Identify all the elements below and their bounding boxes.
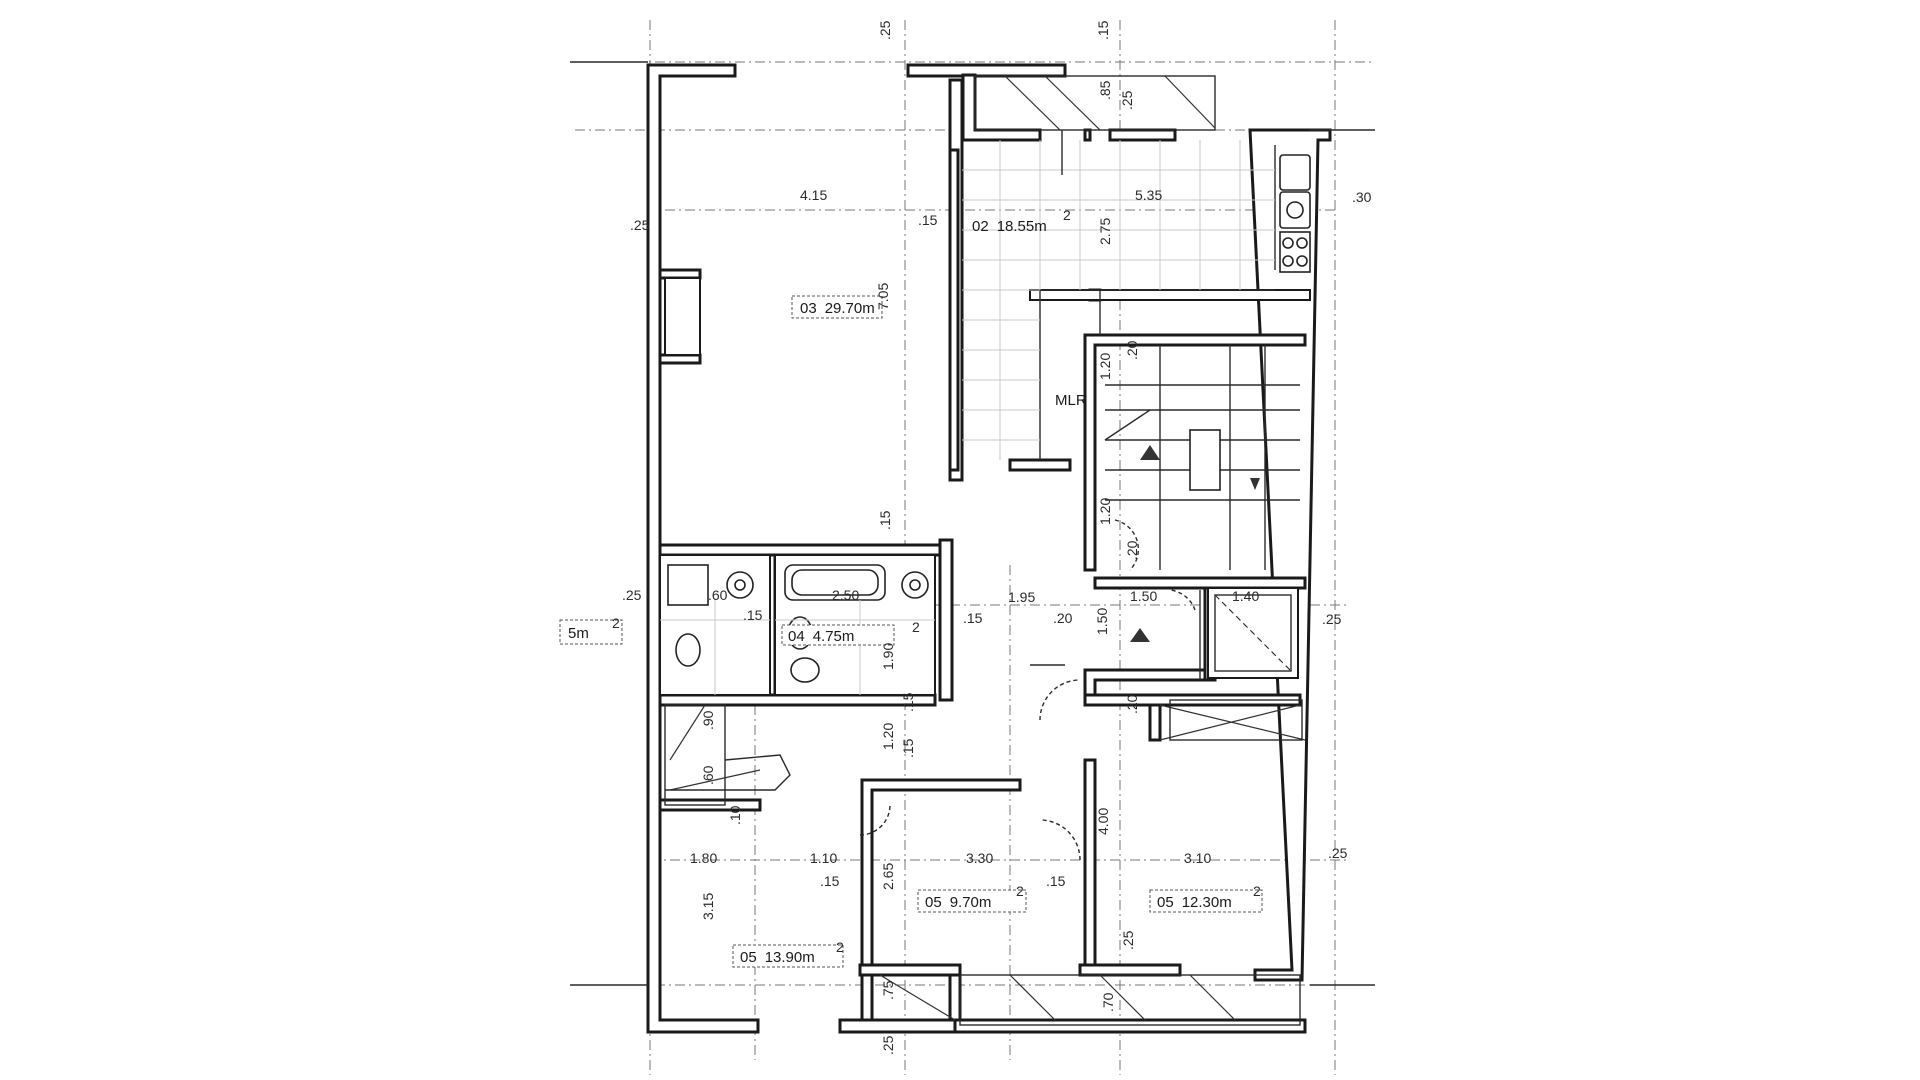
dimension-label: .15 xyxy=(820,873,840,889)
room-label-05-bedroom-1: 05 13.90m 2 xyxy=(732,939,844,968)
room-area-unit: 2 xyxy=(612,615,620,631)
dimension-label: .25 xyxy=(1120,930,1136,950)
dimension-label: .15 xyxy=(1095,20,1111,40)
dimension-label: .25 xyxy=(630,217,650,233)
dimension-label: 1.10 xyxy=(810,850,837,866)
kitchen-appliances xyxy=(1279,154,1311,273)
dimension-label: 7.05 xyxy=(875,283,891,310)
dimension-label: .15 xyxy=(900,738,916,758)
dimension-label: 1.50 xyxy=(1094,608,1110,635)
room-label-partial: 5m 2 xyxy=(559,615,623,645)
room-area: 9.70m xyxy=(950,894,992,911)
dimension-label: .25 xyxy=(1328,845,1348,861)
dimension-label: .25 xyxy=(1119,90,1135,110)
dimension-label: 1.20 xyxy=(1097,353,1113,380)
kitchen-counter xyxy=(962,140,1276,460)
room-area: 12.30m xyxy=(1182,894,1232,911)
room-area: 4.75m xyxy=(813,628,855,645)
room-label-04: 04 4.75m 2 xyxy=(781,619,920,646)
dimension-label: .15 xyxy=(900,692,916,712)
dimension-label: 1.95 xyxy=(1008,589,1035,605)
room-area-unit: 2 xyxy=(1016,883,1024,899)
svg-text:044.75m: 04 4.75m xyxy=(788,628,854,645)
dimension-label: .10 xyxy=(727,805,743,825)
room-area-unit: 2 xyxy=(836,939,844,955)
dimension-label: .15 xyxy=(963,610,983,626)
dimension-label: 1.80 xyxy=(690,850,717,866)
dimension-label: .20 xyxy=(1124,340,1140,360)
interior-walls xyxy=(658,78,1311,1022)
room-number: 04 xyxy=(788,628,805,645)
dimension-label: 3.15 xyxy=(700,893,716,920)
dimension-label: 4.15 xyxy=(800,187,827,203)
room-area: 5m xyxy=(568,625,589,642)
dimension-label: .20 xyxy=(1053,610,1073,626)
dimension-label: .15 xyxy=(1046,873,1066,889)
dimension-label: .25 xyxy=(880,1035,896,1055)
dimension-label: 4.00 xyxy=(1095,808,1111,835)
dimension-label: .25 xyxy=(877,20,893,40)
site-lines xyxy=(570,61,1375,986)
room-area: 29.70m xyxy=(825,300,875,317)
room-number: 05 xyxy=(1157,894,1174,911)
room-number: 03 xyxy=(800,300,817,317)
room-label-05-bedroom-3: 05 12.30m 2 xyxy=(1149,883,1263,913)
room-area: 13.90m xyxy=(765,949,815,966)
dimension-label: 2.65 xyxy=(880,863,896,890)
dimension-label: 2.50 xyxy=(832,587,859,603)
dimension-label: .15 xyxy=(877,510,893,530)
dimension-label: 2.75 xyxy=(1097,218,1113,245)
dimension-label: 3.10 xyxy=(1184,850,1211,866)
dimension-label: .30 xyxy=(1352,189,1372,205)
room-area: 18.55m xyxy=(997,218,1047,235)
dimension-label: .60 xyxy=(700,765,716,785)
dimension-label: .20 xyxy=(1124,694,1140,714)
dimension-label: .60 xyxy=(708,587,728,603)
staircase xyxy=(1104,345,1300,642)
door-swings xyxy=(859,519,1196,861)
dimension-label: 1.50 xyxy=(1130,588,1157,604)
dimension-label: .90 xyxy=(700,710,716,730)
dimension-label: .15 xyxy=(918,212,938,228)
dimension-label: 1.20 xyxy=(880,723,896,750)
dimension-label: .85 xyxy=(1097,80,1113,100)
dimension-label: 1.90 xyxy=(880,643,896,670)
dimension-label: .70 xyxy=(1100,992,1116,1012)
room-area-unit: 2 xyxy=(912,619,920,635)
room-number: 02 xyxy=(972,218,989,235)
dimension-label: .25 xyxy=(622,587,642,603)
dimension-label: .75 xyxy=(880,980,896,1000)
dimension-label: .15 xyxy=(743,607,763,623)
room-number: 05 xyxy=(925,894,942,911)
dimension-label: 5.35 xyxy=(1135,187,1162,203)
room-area-unit: 2 xyxy=(1253,883,1261,899)
closet-units xyxy=(664,699,1303,806)
svg-text:059.70m: 05 9.70m xyxy=(925,894,991,911)
room-label-05-bedroom-2: 05 9.70m 2 xyxy=(917,883,1027,913)
shower-unit xyxy=(1199,587,1299,680)
stair-label: MLR xyxy=(1055,392,1087,409)
room-label-02: 02 18.55m 2 xyxy=(972,207,1071,235)
dimension-label: 3.30 xyxy=(966,850,993,866)
dimension-label: 1.40 xyxy=(1232,588,1259,604)
dimension-label: 1.20 xyxy=(1097,498,1113,525)
room-label-03: 03 29.70m xyxy=(791,295,883,319)
dimension-label: .25 xyxy=(1322,611,1342,627)
balcony-hatching xyxy=(669,75,1306,1026)
room-area-unit: 2 xyxy=(1063,207,1071,223)
dimension-label: .20 xyxy=(1124,540,1140,560)
room-number: 05 xyxy=(740,949,757,966)
